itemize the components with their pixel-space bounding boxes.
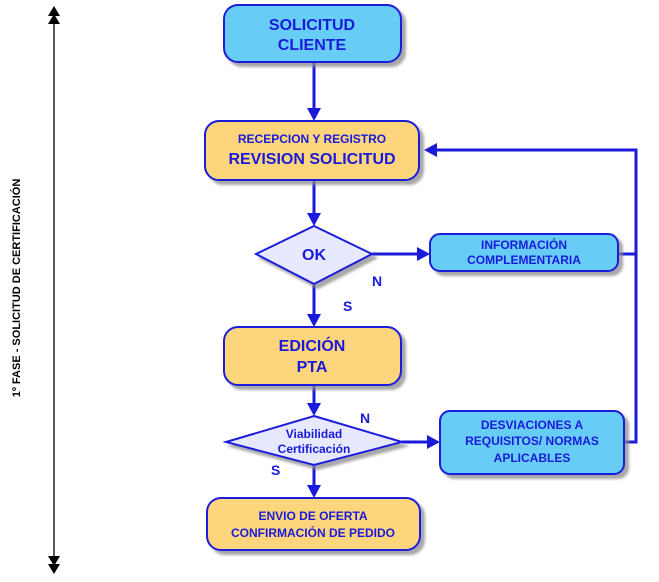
node-desviaciones: DESVIACIONES A REQUISITOS/ NORMAS APLICA…	[439, 410, 625, 475]
node-desviaciones-line1: DESVIACIONES A	[481, 418, 584, 432]
timeline-bottom-arrow-icon	[48, 556, 60, 566]
node-viabilidad-line1: Viabilidad	[286, 427, 342, 441]
node-edicion-pta: EDICIÓN PTA	[223, 326, 402, 386]
timeline-bottom-arrow2-icon	[48, 564, 60, 574]
edge-desviaciones-up	[624, 254, 638, 444]
arrow-head-icon	[307, 485, 321, 498]
node-recepcion-line2: REVISION SOLICITUD	[228, 151, 395, 168]
node-ok-decision: OK	[253, 224, 375, 286]
arrow-head-icon	[307, 108, 321, 121]
node-recepcion-registro: RECEPCION Y REGISTRO REVISION SOLICITUD	[204, 120, 420, 181]
node-solicitud-line1: SOLICITUD	[269, 17, 355, 34]
node-informacion-complementaria: INFORMACIÓN COMPLEMENTARIA	[429, 233, 619, 272]
node-solicitud-cliente: SOLICITUD CLIENTE	[223, 4, 402, 63]
node-solicitud-line2: CLIENTE	[278, 37, 347, 54]
node-informacion-line2: COMPLEMENTARIA	[467, 253, 581, 267]
node-edicion-line2: PTA	[297, 359, 328, 376]
edge-label-viab-yes: S	[271, 462, 280, 478]
timeline-top-arrow2-icon	[48, 14, 60, 24]
node-ok-label: OK	[302, 247, 326, 264]
phase-timeline	[48, 6, 60, 574]
edge-informacion-recepcion	[437, 148, 638, 256]
phase-label: 1º FASE - SOLICITUD DE CERTIFICACIÓN	[10, 179, 23, 398]
node-informacion-line1: INFORMACIÓN	[481, 237, 567, 252]
arrow-head-icon	[417, 247, 430, 261]
arrow-head-icon	[427, 435, 440, 449]
arrow-head-icon	[307, 403, 321, 416]
arrow-head-icon	[307, 314, 321, 327]
arrow-head-icon	[307, 213, 321, 226]
node-envio-line2: CONFIRMACIÓN DE PEDIDO	[231, 525, 395, 540]
node-envio-oferta: ENVIO DE OFERTA CONFIRMACIÓN DE PEDIDO	[206, 497, 421, 551]
timeline-top-arrow-icon	[48, 6, 60, 16]
flow-edges	[307, 62, 638, 498]
edge-label-ok-yes: S	[343, 298, 352, 314]
node-envio-line1: ENVIO DE OFERTA	[258, 509, 367, 523]
node-viabilidad-line2: Certificación	[278, 442, 351, 456]
edge-label-ok-no: N	[372, 273, 382, 289]
node-viabilidad-decision: Viabilidad Certificación	[222, 414, 406, 467]
node-desviaciones-line3: APLICABLES	[494, 451, 571, 465]
node-edicion-line1: EDICIÓN	[279, 336, 346, 355]
node-recepcion-line1: RECEPCION Y REGISTRO	[238, 132, 386, 146]
arrow-head-icon	[424, 143, 437, 157]
node-desviaciones-line2: REQUISITOS/ NORMAS	[465, 434, 599, 448]
edge-label-viab-no: N	[360, 410, 370, 426]
